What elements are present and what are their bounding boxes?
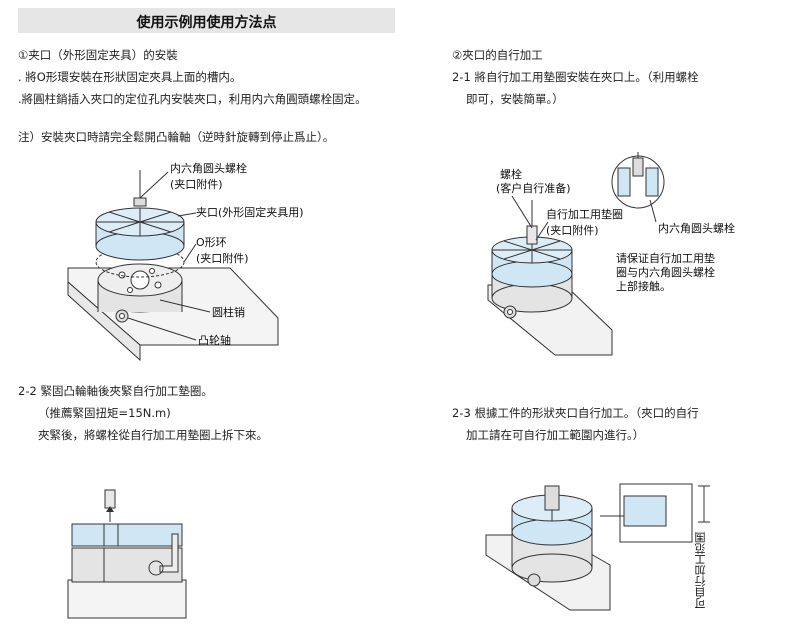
section23-line1: 2-3 根據工件的形狀夾口自行加工。（夾口的自行 (452, 406, 699, 420)
fig2-label-hex-bolt: 内六角圆头螺栓 (658, 222, 735, 235)
fig1-label-cam: 凸轮轴 (198, 334, 231, 347)
fig1-label-oring-sub: (夹口附件) (196, 252, 249, 265)
title-bar: 使用示例用使用方法点 (18, 8, 395, 33)
section22-line1: （推薦緊固扭矩=15N.m) (38, 406, 171, 420)
fig1-label-bolt: 内六角圆头螺栓 (170, 162, 247, 175)
fig2-label-bolt: 螺栓 (500, 168, 522, 181)
fig1-label-bolt-sub: (夹口附件) (170, 178, 223, 191)
fig2-label-bolt-sub: (客户自行准备) (496, 182, 571, 195)
section23-line2: 加工請在可自行加工範圍内進行。） (466, 428, 645, 442)
fig2-note-line1: 请保证自行加工用垫 (616, 252, 715, 265)
fig1-label-oring: O形环 (196, 236, 227, 249)
fig4-label-range: 可自行加工范围 (694, 532, 707, 609)
fig2-label-washer-sub: (夹口附件) (546, 224, 599, 237)
fig1-label-pin: 圆柱销 (212, 306, 245, 319)
fig2-note-line2: 圈与内六角圆头螺栓 (616, 266, 715, 279)
section1-line1: . 將O形環安裝在形狀固定夾具上面的槽内。 (18, 70, 242, 84)
fig2-label-washer: 自行加工用垫圈 (546, 208, 623, 221)
section1-heading: ①夹口（外形固定夹具）的安裝 (18, 48, 178, 62)
section2-heading: ②夾口的自行加工 (452, 48, 543, 62)
section21-line2: 即可，安裝簡單。） (466, 92, 564, 106)
section22-line2: 夾緊後，將螺栓從自行加工用墊圈上拆下來。 (38, 428, 268, 442)
fig1-label-jaw: 夹口(外形固定夹具用) (196, 206, 304, 219)
page-title: 使用示例用使用方法点 (136, 15, 277, 31)
section22-heading: 2-2 緊固凸輪軸後夾緊自行加工墊圈。 (18, 384, 213, 398)
fig2-note-line3: 上部接触。 (616, 280, 671, 293)
section21-line1: 2-1 將自行加工用墊圈安裝在夾口上。（利用螺栓 (452, 70, 699, 84)
section1-line2: .將圓柱銷插入夾口的定位孔内安裝夾口，利用内六角圓頭螺栓固定。 (18, 92, 367, 106)
section1-note: 注）安裝夾口時請完全鬆開凸輪軸（逆時針旋轉到停止爲止）。 (18, 130, 335, 144)
